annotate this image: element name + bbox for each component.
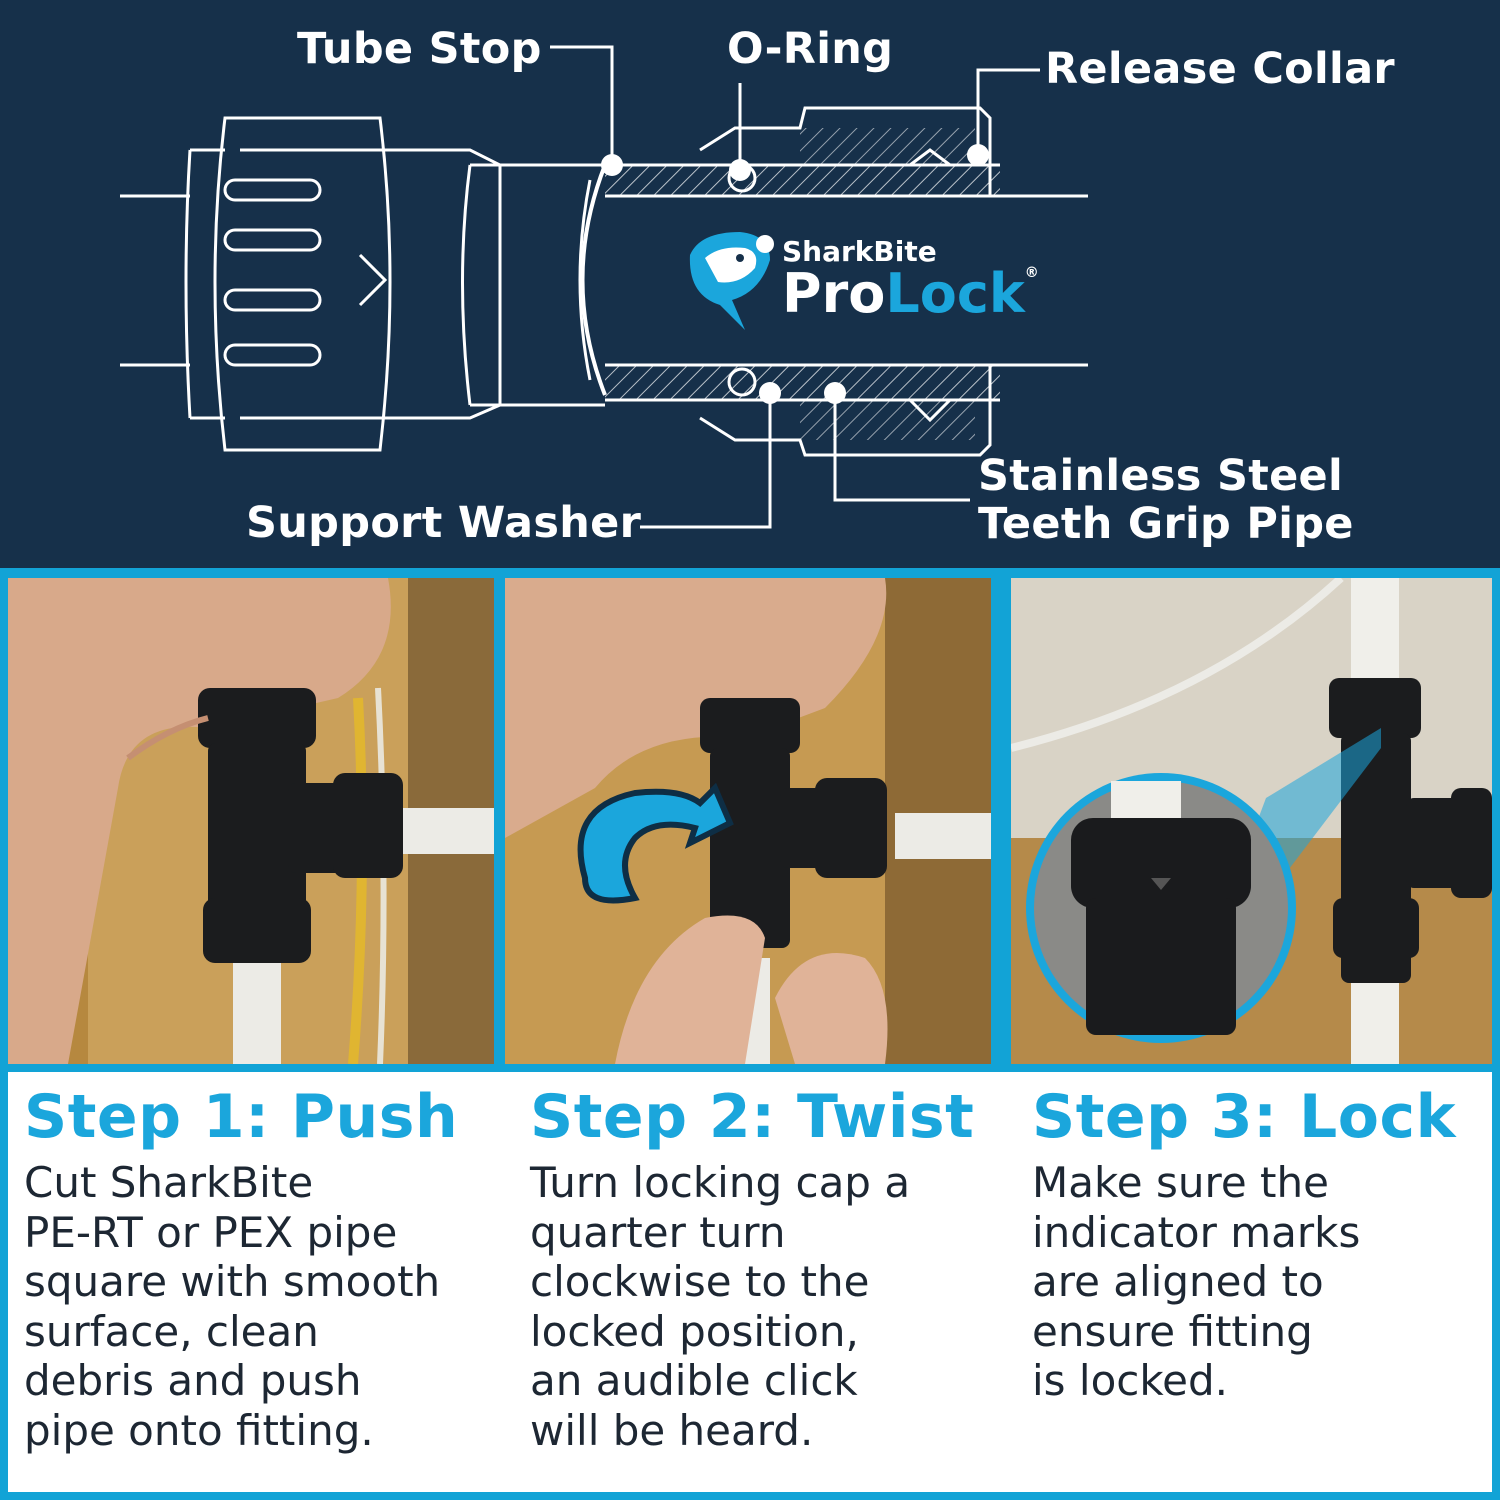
shark-logo-icon (689, 232, 774, 330)
step-1-body: Cut SharkBite PE-RT or PEX pipe square w… (24, 1158, 441, 1455)
step-3-body: Make sure the indicator marks are aligne… (1032, 1158, 1361, 1405)
photo-step-3 (1011, 578, 1492, 1064)
steps-section: Step 1: Push Cut SharkBite PE-RT or PEX … (8, 1072, 1492, 1492)
step-3: Step 3: Lock Make sure the indicator mar… (1032, 1084, 1456, 1406)
label-release-collar: Release Collar (1045, 44, 1395, 94)
cutaway-drawing (120, 45, 1088, 529)
step-3-title: Step 3: Lock (1032, 1082, 1456, 1152)
label-support-washer: Support Washer (246, 498, 642, 548)
photo-step-1 (8, 578, 494, 1064)
brand-pro: Pro (782, 262, 886, 325)
label-teeth-line2: Teeth Grip Pipe (978, 499, 1354, 549)
step-2: Step 2: Twist Turn locking cap a quarter… (530, 1084, 974, 1455)
twist-arrow-icon (577, 782, 734, 904)
step-1: Step 1: Push Cut SharkBite PE-RT or PEX … (24, 1084, 458, 1455)
step-photos (8, 578, 1492, 1064)
brand-lock: Lock (885, 262, 1025, 325)
label-o-ring: O-Ring (727, 24, 894, 74)
label-teeth-line1: Stainless Steel (978, 451, 1344, 501)
photo-step-2 (505, 578, 991, 1064)
label-tube-stop: Tube Stop (297, 24, 542, 74)
fitting-cutaway-diagram: Tube Stop O-Ring Release Collar Support … (0, 0, 1500, 568)
step-2-title: Step 2: Twist (530, 1082, 975, 1152)
brand-logo: SharkBite ProLock® (782, 238, 1039, 323)
step-1-title: Step 1: Push (24, 1082, 459, 1152)
step-2-body: Turn locking cap a quarter turn clockwis… (530, 1158, 911, 1455)
brand-registered: ® (1024, 265, 1039, 281)
brand-small: SharkBite (782, 235, 937, 268)
